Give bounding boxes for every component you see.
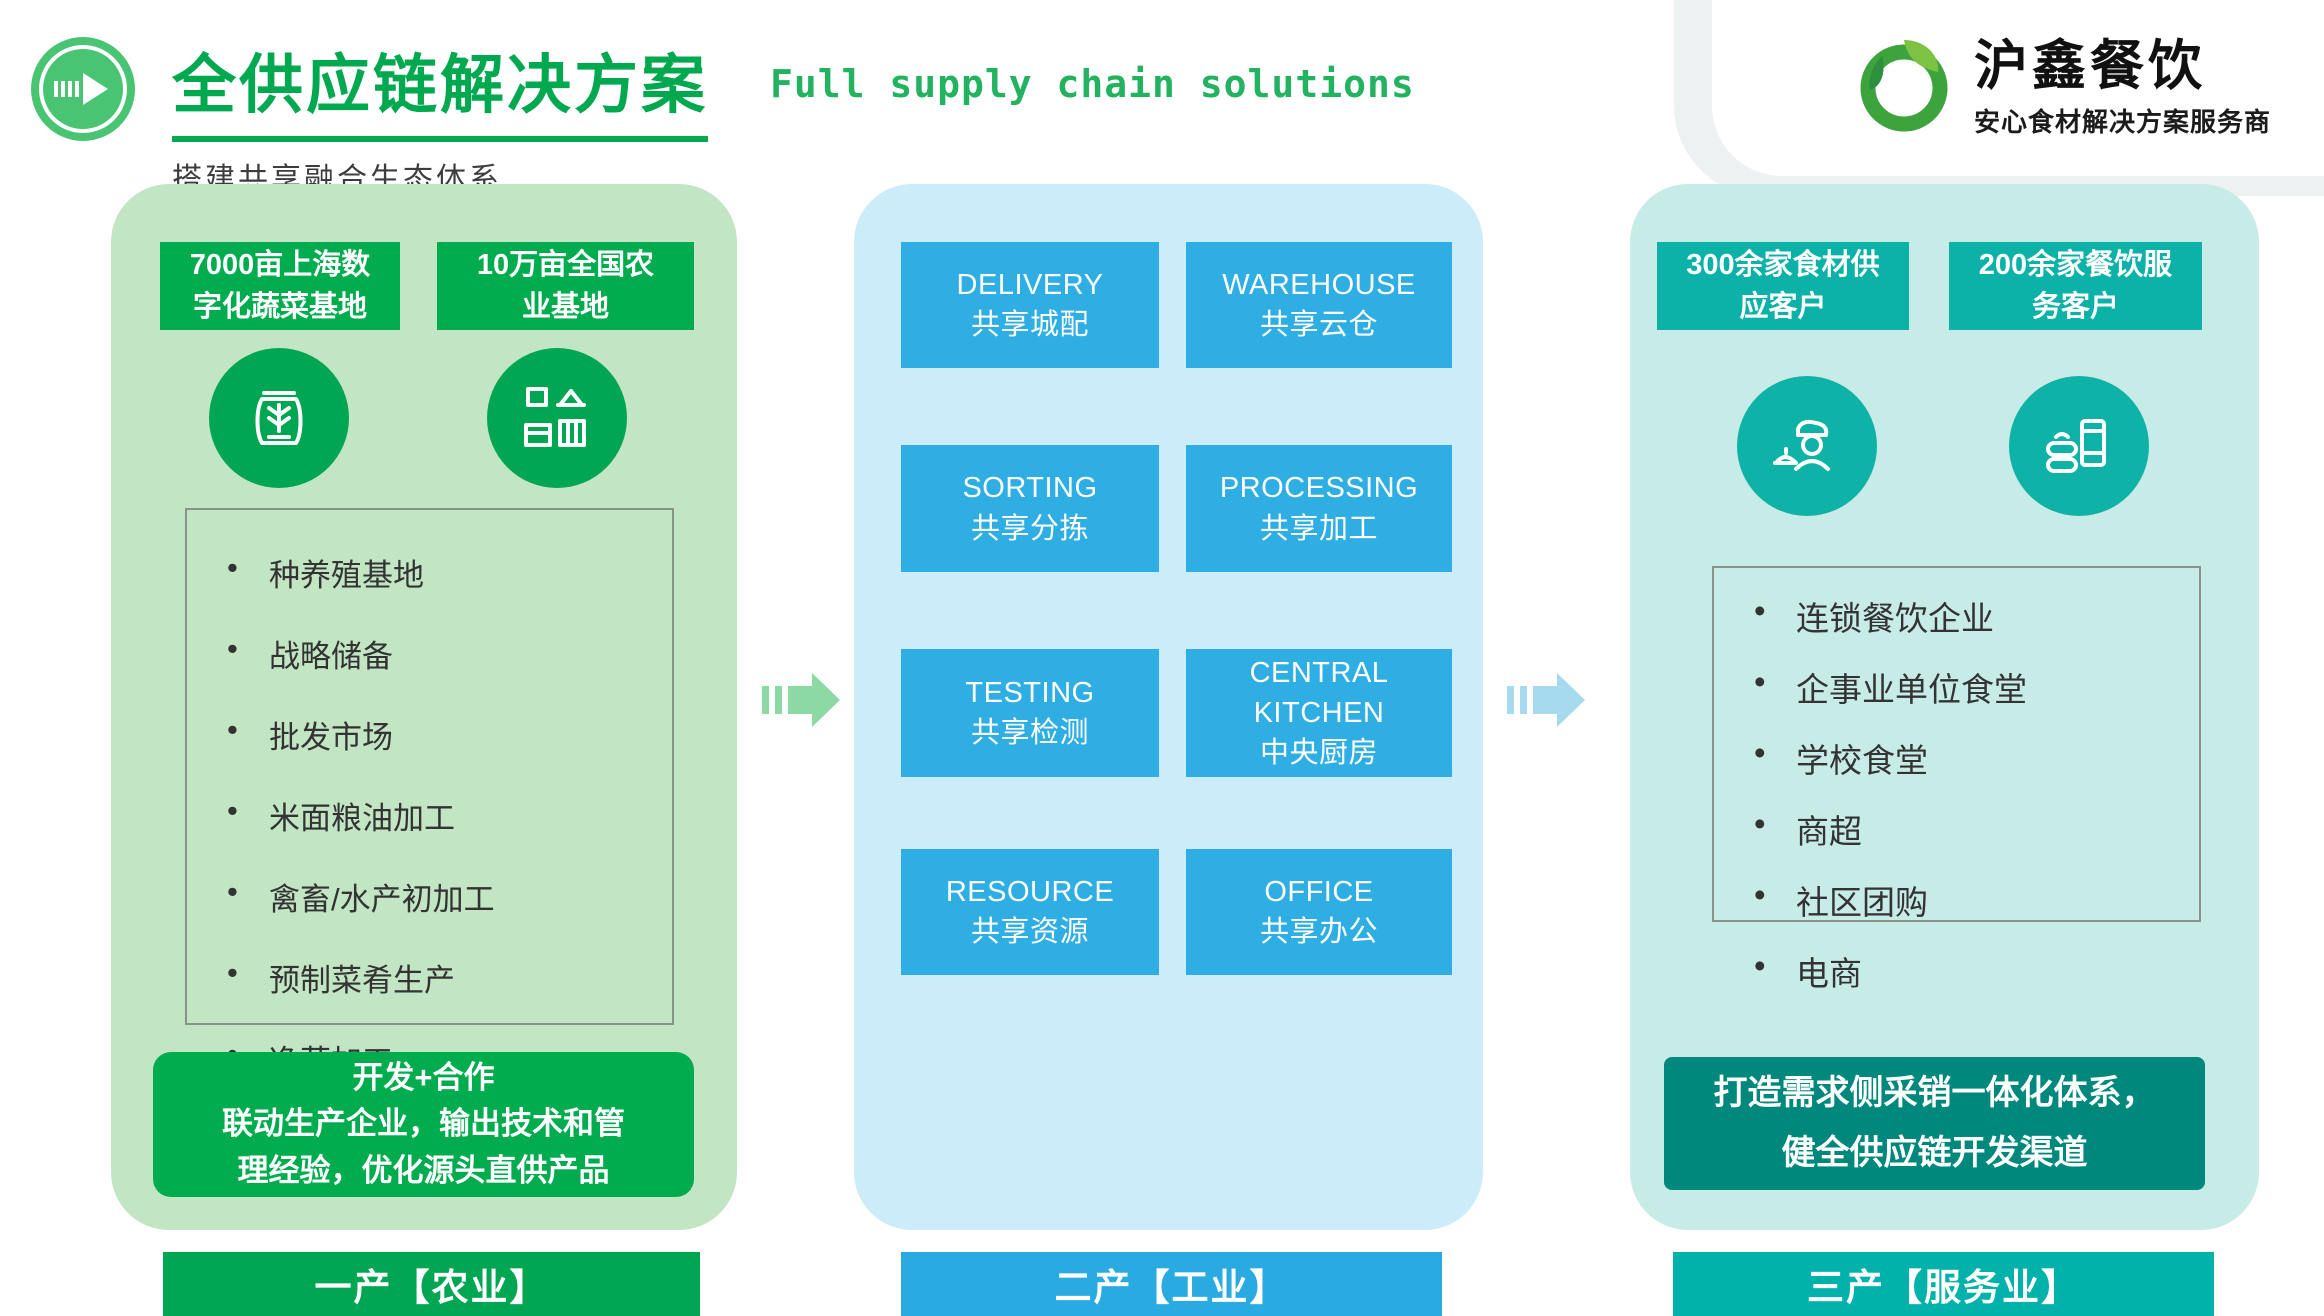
farm-market-icon	[487, 348, 627, 488]
leaf-ring-icon	[1852, 34, 1956, 143]
panel-agriculture: 7000亩上海数 字化蔬菜基地 10万亩全国农 业基地 种养殖基地 战略储备	[111, 184, 737, 1230]
list-item: 批发市场	[187, 712, 662, 757]
list-item: 企事业单位食堂	[1714, 663, 2189, 711]
brand-card: 沪鑫餐饮 安心食材解决方案服务商	[1712, 0, 2324, 176]
services-list: 连锁餐饮企业 企事业单位食堂 学校食堂 商超 社区团购 电商	[1712, 566, 2201, 992]
list-item: 禽畜/水产初加工	[187, 874, 662, 919]
page-title-en: Full supply chain solutions	[770, 62, 1415, 106]
title-block: 全供应链解决方案 搭建共享融合生态体系	[172, 34, 708, 198]
arrow-circle-icon	[30, 36, 136, 142]
services-badge-1: 300余家食材供 应客户	[1657, 242, 1909, 330]
agriculture-cta: 开发+合作 联动生产企业，输出技术和管 理经验，优化源头直供产品	[153, 1052, 694, 1197]
footer-industry: 二产【工业】	[901, 1252, 1442, 1316]
canned-goods-icon	[2009, 376, 2149, 516]
services-cta: 打造需求侧采销一体化体系， 健全供应链开发渠道	[1664, 1057, 2205, 1190]
flow-arrow-blue-icon	[1507, 667, 1585, 733]
stage-box-sorting: SORTING 共享分拣	[901, 445, 1159, 572]
list-item: 社区团购	[1714, 876, 2189, 924]
list-item: 预制菜肴生产	[187, 955, 662, 1000]
brand-text: 沪鑫餐饮 安心食材解决方案服务商	[1974, 35, 2272, 139]
flow-arrow-green-icon	[762, 667, 840, 733]
agriculture-badge-1: 7000亩上海数 字化蔬菜基地	[160, 242, 400, 330]
brand-tagline: 安心食材解决方案服务商	[1974, 107, 2272, 138]
services-badge-2: 200余家餐饮服 务客户	[1949, 242, 2202, 330]
panel-services: 300余家食材供 应客户 200余家餐饮服 务客户 连锁餐饮企业 企事业单	[1630, 184, 2259, 1230]
grain-bag-icon	[209, 348, 349, 488]
brand-name: 沪鑫餐饮	[1974, 35, 2206, 96]
stage-box-warehouse: WAREHOUSE 共享云仓	[1186, 242, 1452, 368]
stage-box-delivery: DELIVERY 共享城配	[901, 242, 1159, 368]
list-item: 学校食堂	[1714, 734, 2189, 782]
list-item: 电商	[1714, 947, 2189, 995]
stage-box-testing: TESTING 共享检测	[901, 649, 1159, 777]
footer-agriculture: 一产【农业】	[163, 1252, 700, 1316]
page-title: 全供应链解决方案	[172, 34, 708, 142]
footer-services: 三产【服务业】	[1673, 1252, 2214, 1316]
stage-box-office: OFFICE 共享办公	[1186, 849, 1452, 975]
agriculture-list: 种养殖基地 战略储备 批发市场 米面粮油加工 禽畜/水产初加工 预制菜肴生产 净…	[185, 508, 674, 1079]
stage-box-processing: PROCESSING 共享加工	[1186, 445, 1452, 572]
chef-service-icon	[1737, 376, 1877, 516]
list-item: 种养殖基地	[187, 550, 662, 595]
panel-industry: DELIVERY 共享城配 WAREHOUSE 共享云仓 SORTING 共享分…	[854, 184, 1483, 1230]
list-item: 商超	[1714, 805, 2189, 853]
list-item: 战略储备	[187, 631, 662, 676]
list-item: 连锁餐饮企业	[1714, 592, 2189, 640]
stage-box-central-kitchen: CENTRAL KITCHEN 中央厨房	[1186, 649, 1452, 777]
agriculture-badge-2: 10万亩全国农 业基地	[437, 242, 694, 330]
stage-box-resource: RESOURCE 共享资源	[901, 849, 1159, 975]
list-item: 米面粮油加工	[187, 793, 662, 838]
